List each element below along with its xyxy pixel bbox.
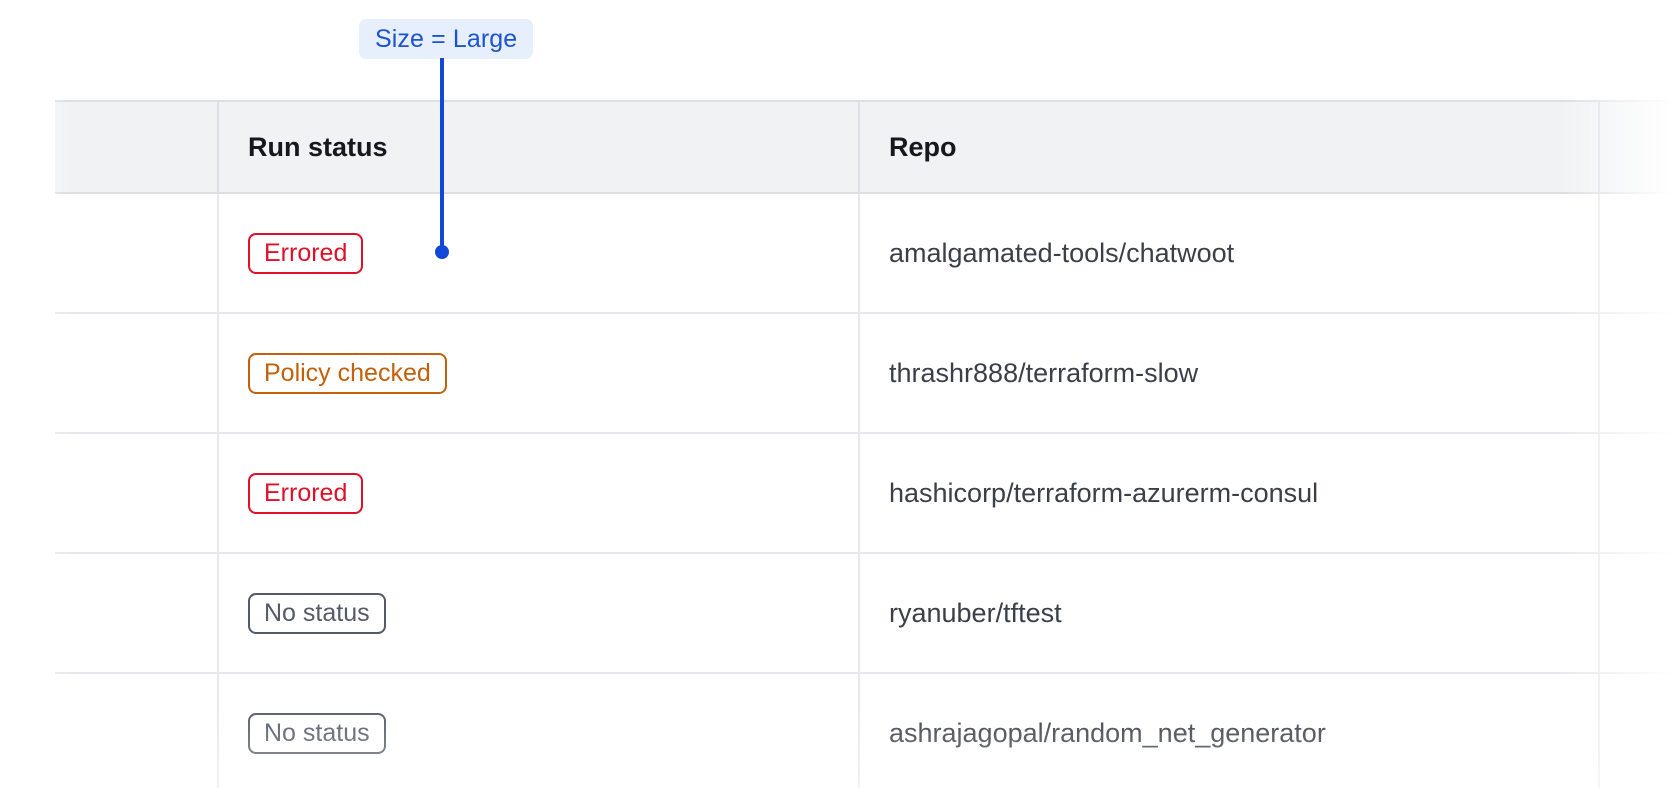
runs-table-viewport[interactable]: Run status Repo Errored amalgamated-tool… [0, 100, 1672, 788]
column-header-extra [1599, 100, 1672, 194]
run-status-cell: Policy checked [218, 313, 860, 434]
repo-cell[interactable]: hashicorp/terraform-azurerm-consul [859, 433, 1600, 554]
table-row[interactable]: No status ryanuber/tftest [55, 553, 1672, 674]
status-badge[interactable]: Errored [248, 232, 364, 274]
status-badge[interactable]: No status [248, 592, 386, 634]
repo-cell[interactable]: thrashr888/terraform-slow [859, 313, 1600, 434]
row-extra-cell [1599, 553, 1672, 674]
table-row[interactable]: Errored amalgamated-tools/chatwoot [55, 193, 1672, 314]
row-extra-cell [1599, 673, 1672, 788]
status-badge[interactable]: Policy checked [248, 352, 447, 394]
run-status-cell: Errored [218, 193, 860, 314]
run-status-cell: No status [218, 553, 860, 674]
row-spacer-cell [55, 313, 219, 434]
run-status-cell: No status [218, 673, 860, 788]
run-status-cell: Errored [218, 433, 860, 554]
status-badge[interactable]: Errored [248, 472, 364, 514]
row-extra-cell [1599, 433, 1672, 554]
row-spacer-cell [55, 673, 219, 788]
row-spacer-cell [55, 193, 219, 314]
annotation-label-size-large[interactable]: Size = Large [359, 19, 534, 59]
column-header-run-status[interactable]: Run status [218, 100, 860, 194]
table-header-row: Run status Repo [55, 100, 1672, 194]
row-spacer-cell [55, 433, 219, 554]
column-header-spacer [55, 100, 219, 194]
row-extra-cell [1599, 313, 1672, 434]
repo-cell[interactable]: amalgamated-tools/chatwoot [859, 193, 1600, 314]
table-header: Run status Repo [55, 100, 1672, 194]
repo-cell[interactable]: ryanuber/tftest [859, 553, 1600, 674]
table-row[interactable]: Policy checked thrashr888/terraform-slow [55, 313, 1672, 434]
row-spacer-cell [55, 553, 219, 674]
runs-table: Run status Repo Errored amalgamated-tool… [55, 100, 1672, 788]
table-row[interactable]: Errored hashicorp/terraform-azurerm-cons… [55, 433, 1672, 554]
column-header-repo[interactable]: Repo [859, 100, 1600, 194]
row-extra-cell [1599, 193, 1672, 314]
table-body: Errored amalgamated-tools/chatwoot Polic… [55, 193, 1672, 788]
status-badge[interactable]: No status [248, 712, 386, 754]
table-row[interactable]: No status ashrajagopal/random_net_genera… [55, 673, 1672, 788]
repo-cell[interactable]: ashrajagopal/random_net_generator [859, 673, 1600, 788]
